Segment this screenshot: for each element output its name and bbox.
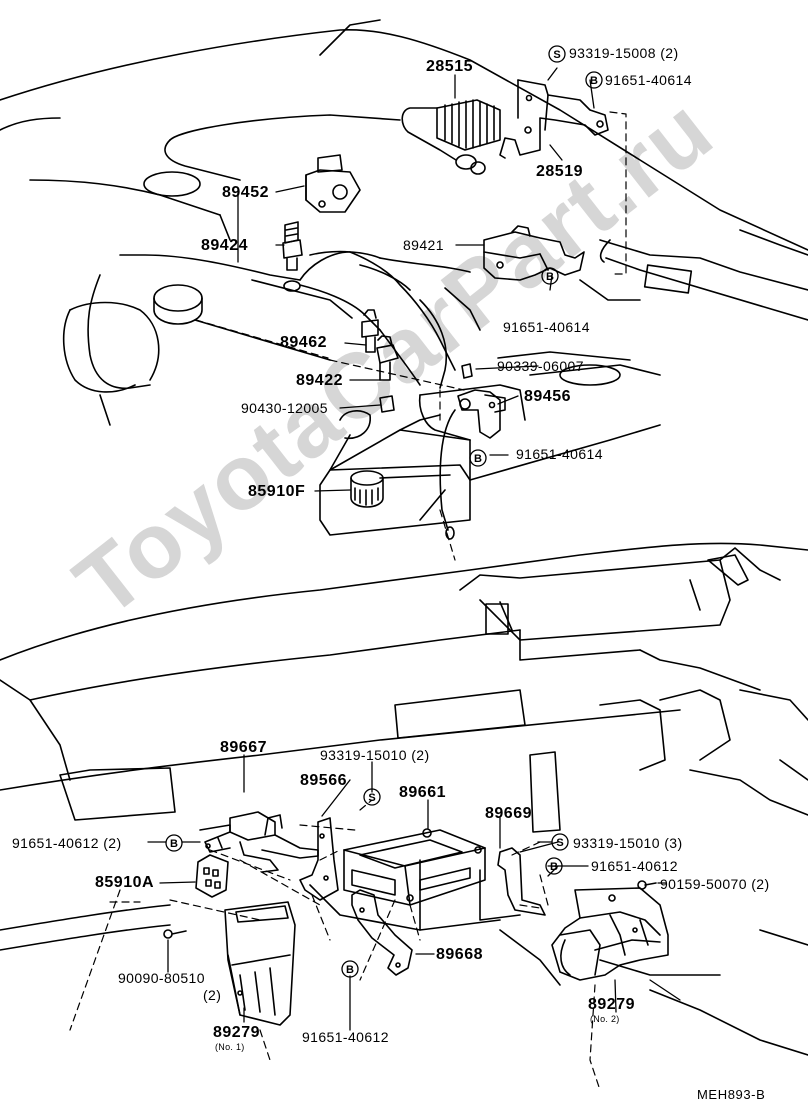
badge-letter: B — [170, 838, 178, 850]
label-93319-15010-2: 93319-15010 (2) — [320, 747, 430, 763]
label-90090-80510: 90090-80510 — [118, 970, 205, 986]
part-89456-sensor — [379, 363, 506, 540]
part-89667-bracket — [199, 811, 319, 873]
part-28519-bracket — [499, 79, 609, 159]
badge-b-91651-40612-b — [341, 960, 359, 978]
badges — [165, 45, 603, 978]
label-89566: 89566 — [300, 772, 347, 789]
badge-letter: S — [553, 49, 560, 61]
label-89667: 89667 — [220, 739, 267, 756]
label-91651-40612-r: 91651-40612 — [591, 858, 678, 874]
badge-letter: B — [474, 453, 482, 465]
label-91651-40614-mid: 91651-40614 — [503, 319, 590, 335]
label-91651-40614-top: 91651-40614 — [605, 72, 692, 88]
label-28515: 28515 — [426, 58, 473, 75]
part-28515-resistor — [401, 99, 501, 175]
label-89661: 89661 — [399, 784, 446, 801]
part-89668-bracket — [351, 889, 413, 976]
badge-s-93319-15010-3 — [551, 833, 569, 851]
label-89279-no1: 89279 — [213, 1024, 260, 1041]
label-90430-12005: 90430-12005 — [241, 400, 328, 416]
label-89462: 89462 — [280, 334, 327, 351]
badge-b-91651-40614-mid — [541, 267, 559, 285]
part-89462-sensor — [361, 309, 379, 353]
label-93319-15010-3: 93319-15010 (3) — [573, 835, 683, 851]
badge-b-91651-40614-top — [585, 71, 603, 89]
dashboard-outline — [0, 542, 808, 1056]
part-85910A-relay — [195, 854, 229, 898]
label-90090-80510-qty: (2) — [203, 987, 222, 1003]
badge-letter: B — [346, 964, 354, 976]
label-85910F: 85910F — [248, 483, 306, 500]
label-89456: 89456 — [524, 388, 571, 405]
diagram-code: MEH893-B — [697, 1087, 766, 1102]
badge-b-91651-40614-low — [469, 449, 487, 467]
washer-tank — [319, 351, 661, 536]
label-89279-no2-note: (No. 2) — [590, 1014, 620, 1024]
badge-b-91651-40612-r — [545, 857, 563, 875]
label-89668: 89668 — [436, 946, 483, 963]
part-89422-sensor — [376, 335, 399, 381]
label-89422: 89422 — [296, 372, 343, 389]
part-89279-no2-computer — [551, 887, 669, 981]
label-90339-06007: 90339-06007 — [497, 358, 584, 374]
part-89421-sensor — [483, 225, 585, 281]
badge-letters: S B B B S B S B B — [170, 49, 598, 976]
badge-s-93319-15010-2 — [363, 788, 381, 806]
badge-letter: S — [368, 792, 375, 804]
label-85910A: 85910A — [95, 874, 155, 891]
part-89279-no1-computer — [224, 901, 296, 1026]
label-89452: 89452 — [222, 184, 269, 201]
part-89424-sensor — [282, 221, 303, 292]
badge-b-91651-40612-2 — [165, 834, 183, 852]
engine-compartment-outline — [0, 19, 808, 321]
dashed-guides — [69, 111, 627, 1091]
label-93319-15008: 93319-15008 (2) — [569, 45, 679, 61]
label-89421: 89421 — [403, 237, 444, 253]
label-89279-no1-note: (No. 1) — [215, 1042, 245, 1052]
part-89566-bracket — [299, 817, 339, 901]
label-89669: 89669 — [485, 805, 532, 822]
label-91651-40612-b: 91651-40612 — [302, 1029, 389, 1045]
badge-letter: B — [590, 75, 598, 87]
part-85910F-relay — [350, 470, 384, 508]
label-90159-50070: 90159-50070 (2) — [660, 876, 770, 892]
leader-lines — [147, 67, 681, 1031]
label-89279-no2: 89279 — [588, 996, 635, 1013]
intake-duct — [62, 250, 481, 426]
label-89424: 89424 — [201, 237, 248, 254]
label-91651-40612-2: 91651-40612 (2) — [12, 835, 122, 851]
fasteners — [163, 880, 657, 939]
badge-letter: B — [546, 271, 554, 283]
part-89452-sensor — [305, 154, 361, 213]
badge-s-93319-15008 — [548, 45, 566, 63]
label-28519: 28519 — [536, 163, 583, 180]
badge-letter: S — [556, 837, 563, 849]
badge-letter: B — [550, 861, 558, 873]
label-91651-40614-low: 91651-40614 — [516, 446, 603, 462]
part-89661-ecu — [343, 828, 486, 906]
